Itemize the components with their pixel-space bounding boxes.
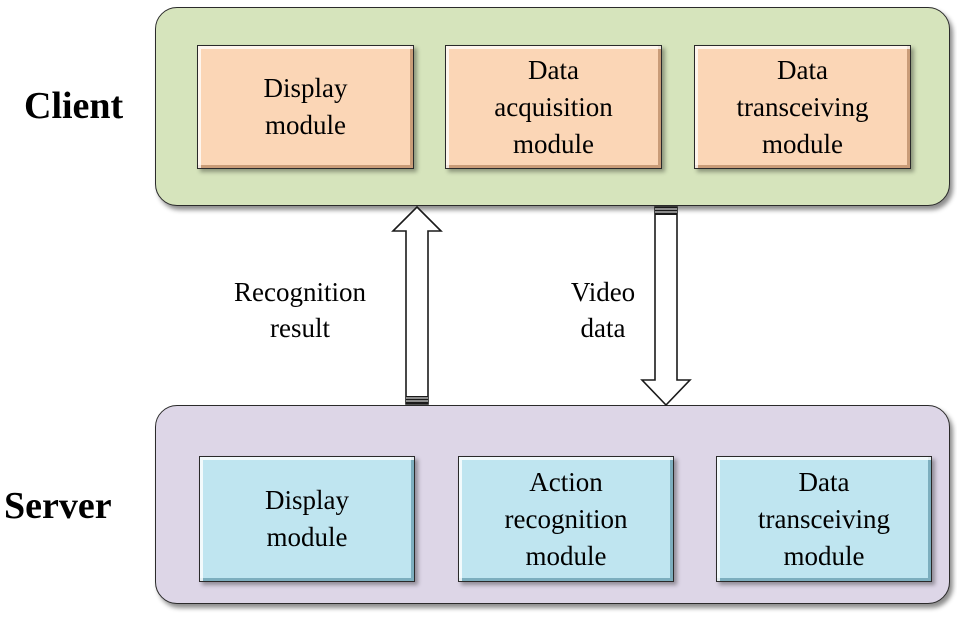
server-display-module-label: Display module [265,485,349,552]
client-data-transceiving-module-label: Data transceiving module [736,54,869,159]
video-data-label: Video data [570,277,636,343]
client-data-transceiving-module: Data transceiving module [694,45,911,169]
client-display-module-label: Display module [263,73,348,140]
server-data-transceiving-module: Data transceiving module [716,456,932,582]
client-data-acquisition-module-label: Data acquisition module [494,54,613,159]
server-tier-label: Server [4,485,112,527]
client-data-acquisition-module: Data acquisition module [445,45,662,169]
server-action-recognition-module-label: Action recognition module [504,466,628,571]
recognition-result-label: Recognition result [234,277,366,343]
client-display-module: Display module [197,45,414,169]
client-tier-label: Client [24,85,124,127]
server-data-transceiving-module-label: Data transceiving module [758,466,890,571]
recognition-result-arrow [391,205,443,405]
server-action-recognition-module: Action recognition module [458,456,674,582]
server-display-module: Display module [199,456,415,582]
